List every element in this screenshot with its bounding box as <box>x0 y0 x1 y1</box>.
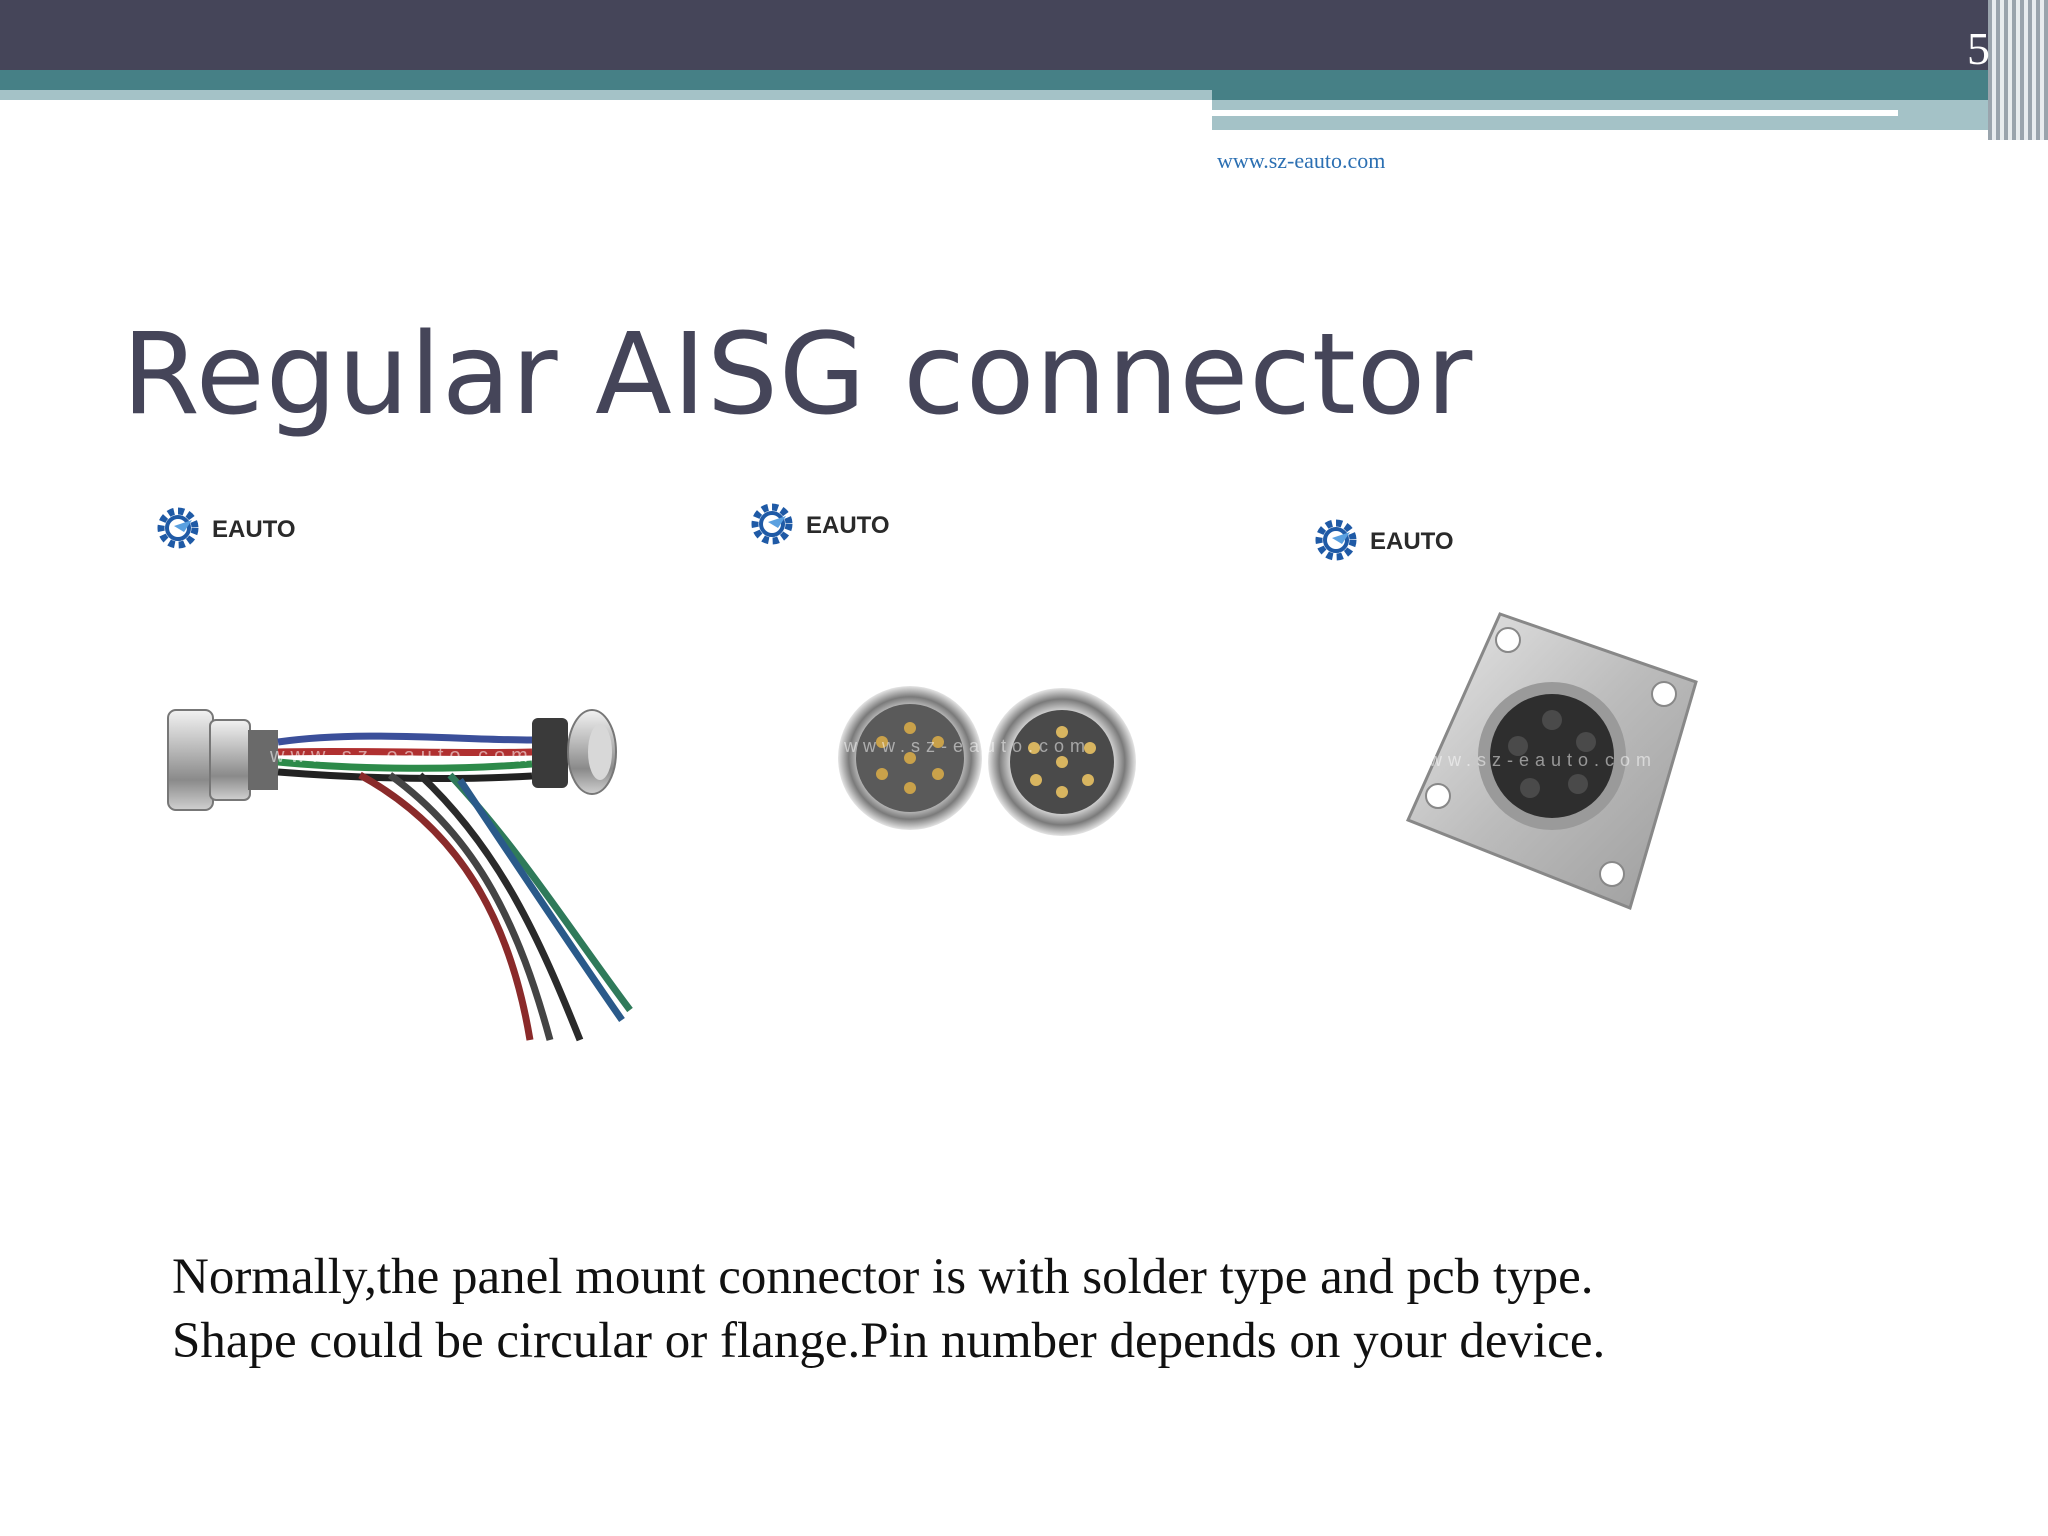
circular-connectors-photo: www.sz-eauto.com <box>830 680 1150 850</box>
photo-watermark: www.sz-eauto.com <box>1409 750 1657 770</box>
eauto-logo-1: EAUTO <box>148 498 328 558</box>
header-vertical-stripes <box>1988 0 2048 140</box>
header-white-block <box>1652 130 2012 174</box>
eauto-logo-3: EAUTO <box>1306 510 1486 570</box>
header-white-line <box>1212 110 1898 116</box>
page-number: 5 <box>1967 23 1990 74</box>
header-teal-stripe-right <box>1212 70 2012 100</box>
gear-icon <box>751 503 793 545</box>
website-url: www.sz-eauto.com <box>1217 148 1386 173</box>
eauto-logo-2: EAUTO <box>742 494 922 554</box>
cable-assembly-photo: www.sz-eauto.com <box>160 680 660 1050</box>
slide-body: Normally,the panel mount connector is wi… <box>172 1245 1972 1373</box>
flange-connector-photo: www.sz-eauto.com <box>1390 600 1710 920</box>
header-light-stripe <box>0 90 1212 100</box>
logo-text: EAUTO <box>806 512 890 539</box>
logo-text: EAUTO <box>212 516 296 543</box>
gear-icon <box>1315 519 1357 561</box>
body-line: Normally,the panel mount connector is wi… <box>172 1249 1594 1305</box>
header-band <box>0 0 2048 70</box>
photo-watermark: www.sz-eauto.com <box>843 736 1091 756</box>
slide-title: Regular AISG connector <box>122 310 1474 440</box>
gear-icon <box>157 507 199 549</box>
body-line: Shape could be circular or flange.Pin nu… <box>172 1313 1606 1369</box>
header-teal-stripe <box>0 70 1212 90</box>
photo-watermark: www.sz-eauto.com <box>269 745 534 767</box>
logo-text: EAUTO <box>1370 528 1454 555</box>
